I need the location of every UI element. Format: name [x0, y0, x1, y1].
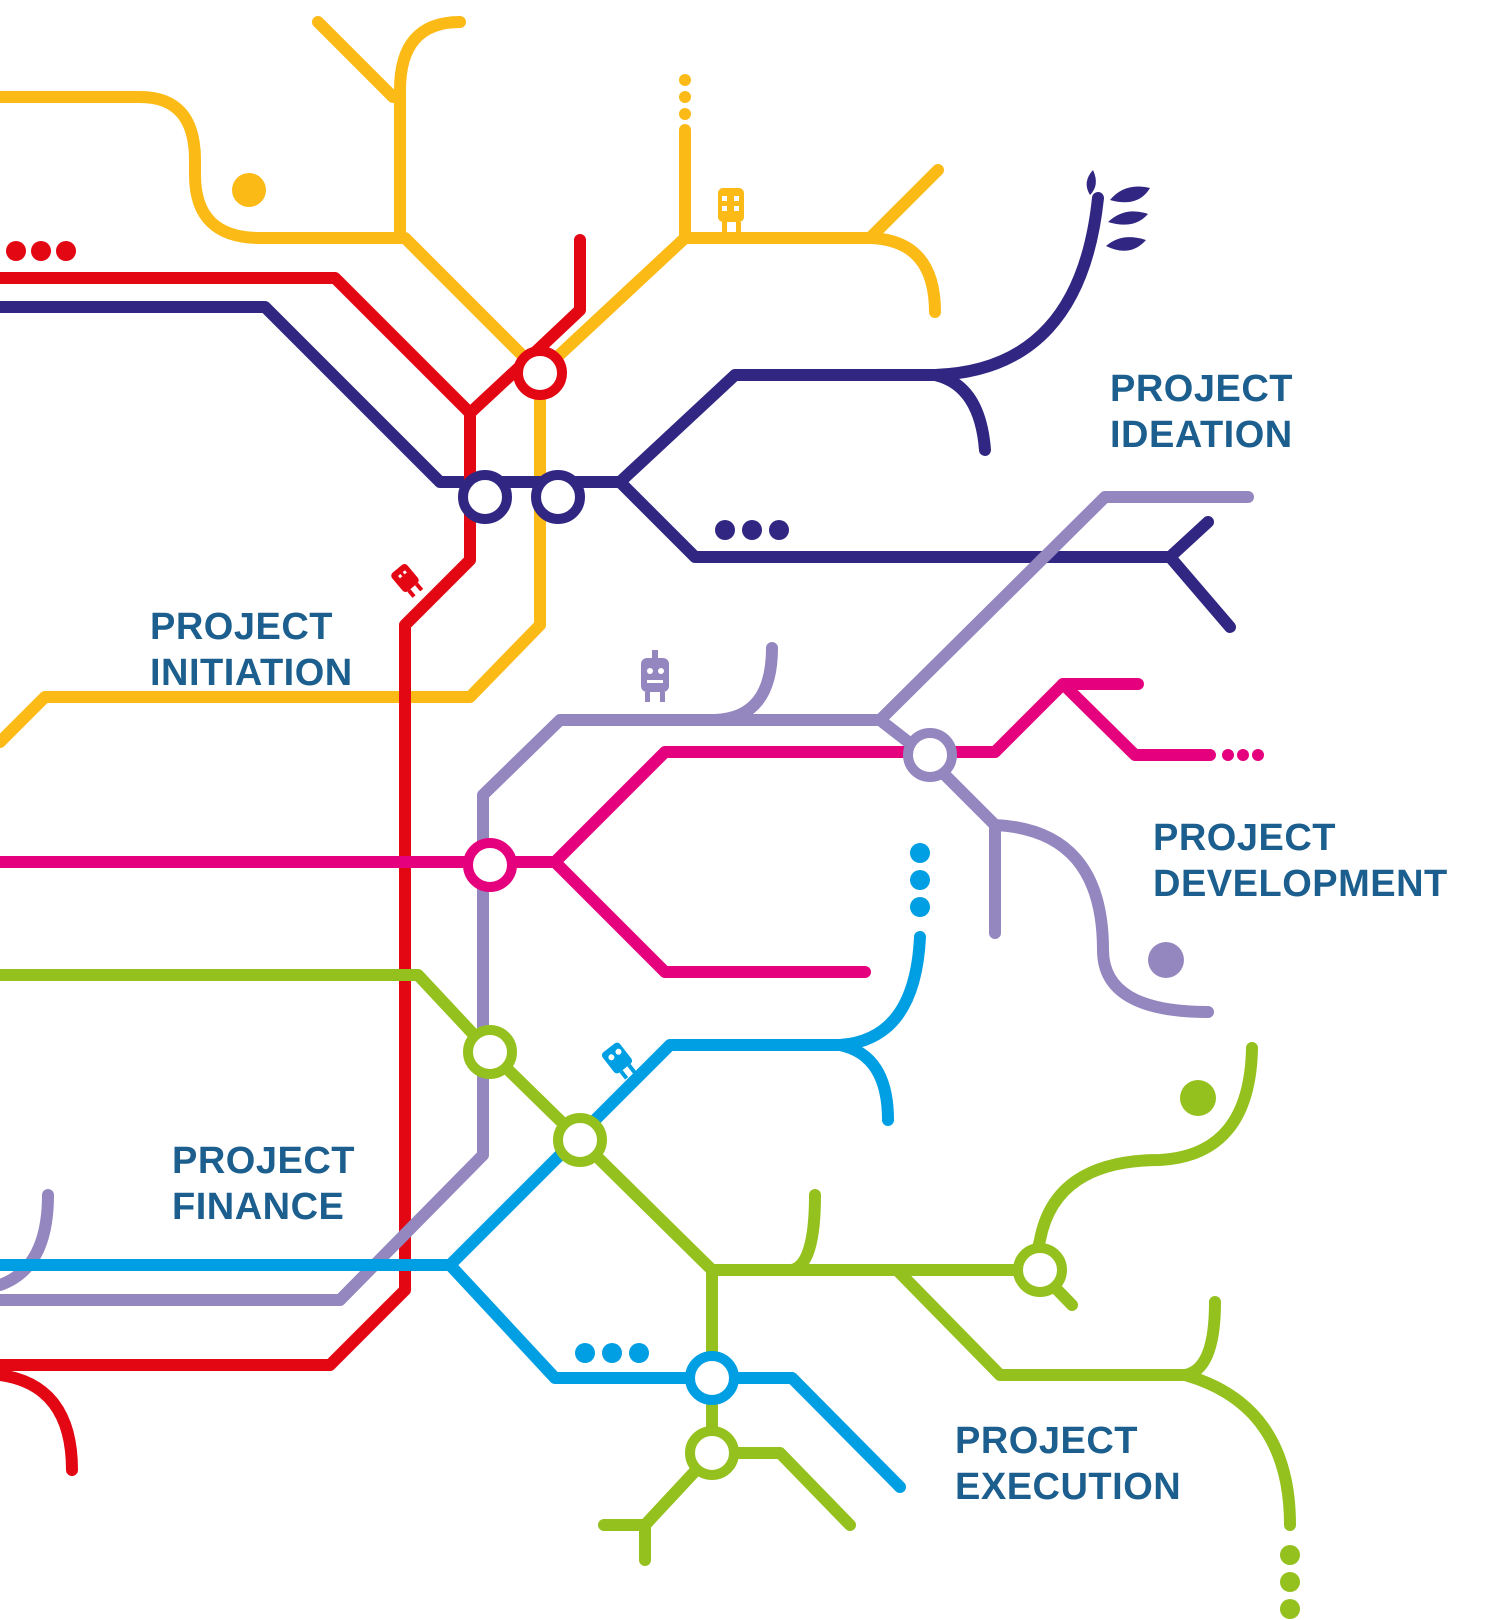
lavender-robot-icon [641, 650, 669, 702]
navy-fork [1164, 516, 1214, 563]
label-finance-line2: FINANCE [172, 1186, 345, 1228]
magenta-sub-branch [1057, 678, 1216, 761]
red-line [0, 234, 586, 1476]
red-upper-branch [464, 234, 586, 419]
label-initiation-line2: INITIATION [150, 652, 353, 694]
red-robot-icon [391, 564, 424, 598]
station-navy-2 [531, 470, 585, 524]
station-lime-2 [553, 1113, 607, 1167]
magenta-lower-branch [549, 856, 871, 978]
label-ideation-line1: PROJECT [1110, 368, 1293, 410]
lavender-line [0, 491, 1254, 1306]
cyan-robot-icon [601, 1042, 637, 1080]
lavender-top-curve [709, 642, 778, 726]
red-tail-curve [0, 1369, 78, 1476]
lavender-left-curve [0, 1189, 54, 1291]
cyan-ellipsis-dots-vertical-icon [910, 843, 930, 917]
label-project-execution: PROJECT EXECUTION [955, 1418, 1181, 1510]
label-finance-line1: PROJECT [172, 1140, 355, 1182]
yellow-branch-left [312, 16, 399, 103]
magenta-line [0, 678, 1216, 978]
yellow-end-dot [232, 173, 266, 207]
label-initiation-line1: PROJECT [150, 606, 333, 648]
navy-line [0, 192, 1236, 633]
lavender-down-branch [874, 714, 1214, 1018]
cyan-lower-branch [444, 1259, 906, 1493]
navy-ellipsis-dots-icon [715, 520, 789, 540]
cyan-main [0, 931, 926, 1271]
lime-end-dot [1180, 1080, 1216, 1116]
red-ellipsis-dots-icon [6, 241, 76, 261]
lavender-main [0, 491, 1254, 1306]
label-ideation-line2: IDEATION [1110, 414, 1293, 456]
lime-up-curve [786, 1189, 821, 1276]
station-red-yellow [513, 346, 567, 400]
station-navy-1 [458, 470, 512, 524]
yellow-line-top-curve [0, 91, 546, 748]
navy-lower-branch [614, 476, 1236, 633]
label-development-line1: PROJECT [1153, 817, 1336, 859]
cyan-curl [834, 1039, 894, 1126]
lime-ellipsis-dots-vertical-icon [1280, 1545, 1300, 1619]
lime-upper-curve [1179, 1296, 1221, 1381]
label-project-initiation: PROJECT INITIATION [150, 604, 353, 696]
yellow-robot-icon [718, 188, 744, 234]
station-lime-1 [463, 1025, 517, 1079]
red-main [0, 272, 476, 1371]
station-magenta [463, 838, 517, 892]
station-lime-4 [685, 1426, 739, 1480]
yellow-ellipsis-dots-icon [679, 74, 691, 120]
yellow-branch-up [394, 16, 466, 244]
lime-right-curve [1026, 1042, 1258, 1276]
yellow-branch-right [534, 232, 941, 379]
label-development-line2: DEVELOPMENT [1153, 863, 1448, 905]
lime-main [0, 969, 1038, 1276]
yellow-line [0, 16, 944, 748]
magenta-main [0, 678, 1144, 868]
cyan-ellipsis-dots-icon [575, 1343, 649, 1363]
label-project-ideation: PROJECT IDEATION [1110, 366, 1293, 458]
cyan-line [0, 931, 926, 1493]
station-cyan [685, 1351, 739, 1405]
label-execution-line1: PROJECT [955, 1420, 1138, 1462]
label-project-finance: PROJECT FINANCE [172, 1138, 355, 1230]
label-project-development: PROJECT DEVELOPMENT [1153, 815, 1448, 907]
station-lime-3 [1013, 1243, 1067, 1297]
label-execution-line2: EXECUTION [955, 1466, 1182, 1508]
lavender-end-dot [1148, 942, 1184, 978]
navy-curve-to-sprout [929, 192, 1104, 381]
station-lavender [903, 728, 957, 782]
magenta-ellipsis-dots-icon [1222, 749, 1264, 761]
leaf-sprout-icon [1086, 170, 1150, 251]
yellow-branch-diag [864, 164, 944, 244]
